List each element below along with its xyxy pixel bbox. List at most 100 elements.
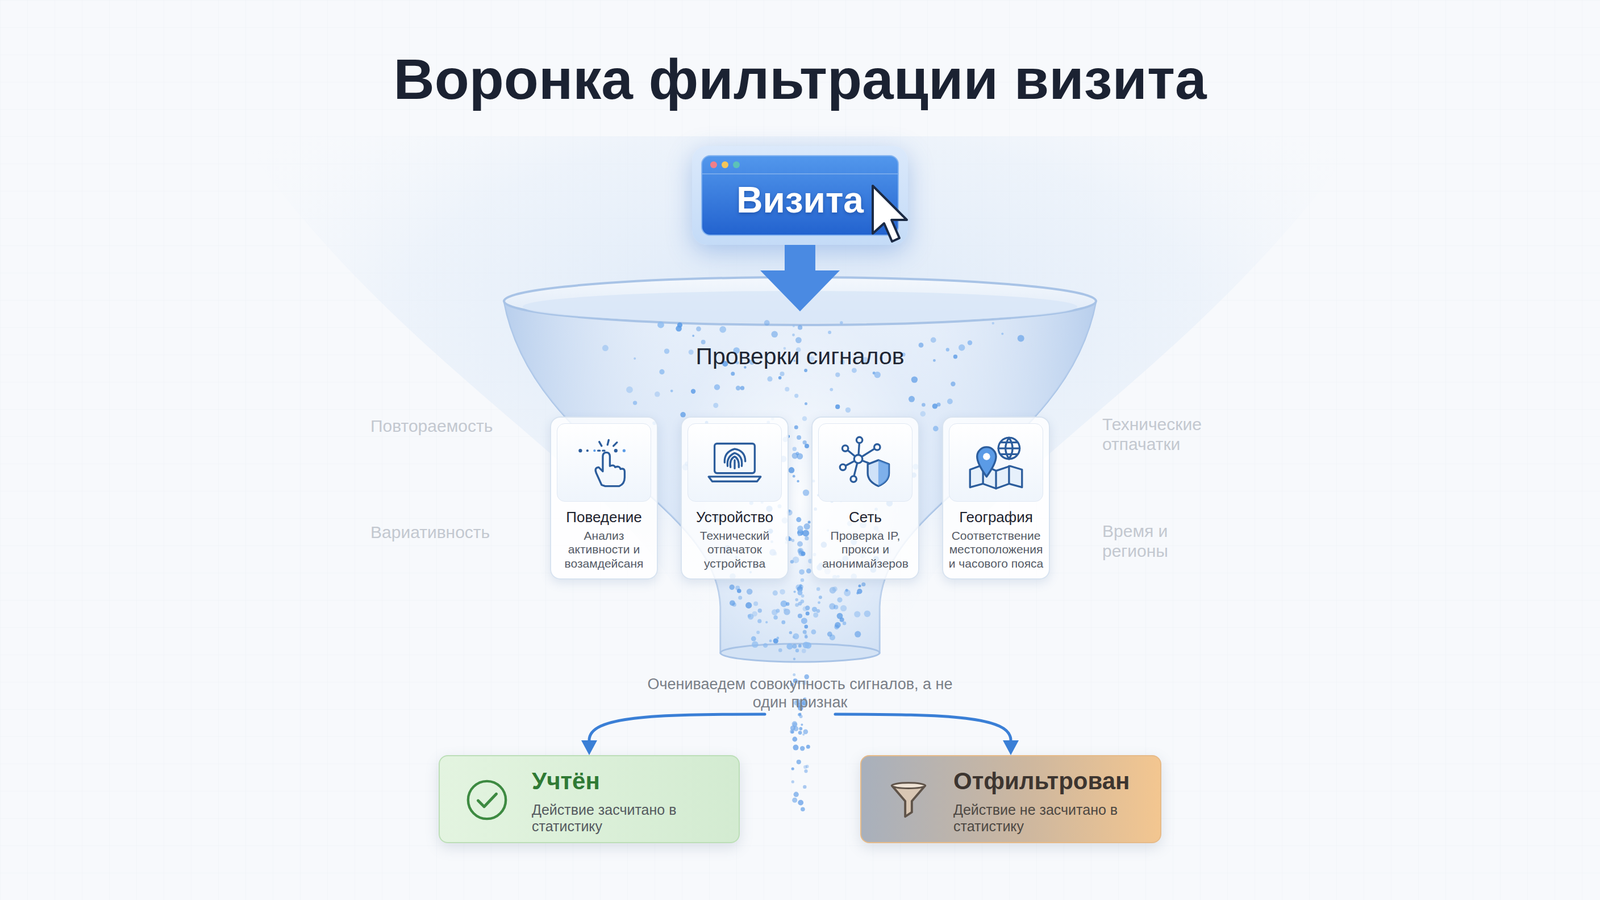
particle <box>835 372 840 378</box>
particle <box>796 435 802 440</box>
particle <box>794 602 799 607</box>
particle <box>746 588 753 595</box>
particle <box>783 607 787 612</box>
particle <box>858 584 862 588</box>
particle <box>805 764 810 769</box>
particle <box>773 615 778 620</box>
particle <box>795 648 799 653</box>
particle <box>800 723 803 726</box>
particle <box>805 611 810 616</box>
particle <box>688 349 694 355</box>
particle <box>796 480 799 483</box>
particle <box>932 403 938 409</box>
particle <box>794 393 799 398</box>
branch-arrow <box>835 714 1011 741</box>
particle <box>843 589 851 597</box>
particle <box>946 347 950 352</box>
particle <box>772 590 778 596</box>
particle <box>1017 335 1025 343</box>
particle <box>794 425 799 430</box>
icon-tile <box>818 423 913 502</box>
particle <box>804 625 809 629</box>
particle <box>714 384 720 390</box>
filter-funnel: Проверки сигналовПоведениеАнализ активно… <box>503 311 1097 715</box>
particle <box>806 568 812 574</box>
particle <box>834 622 841 629</box>
particle <box>736 588 742 594</box>
flow-arrow <box>784 244 816 271</box>
particle <box>918 342 924 348</box>
particle <box>798 727 803 731</box>
card-title: География <box>945 508 1047 527</box>
card-title: Сеть <box>814 508 916 527</box>
particle <box>804 536 809 541</box>
particle <box>835 404 840 410</box>
particle <box>1001 332 1004 336</box>
particle <box>802 416 808 422</box>
particle <box>792 325 795 328</box>
particle <box>778 648 783 653</box>
particle <box>799 714 803 719</box>
particle <box>803 674 810 680</box>
branch-arrow <box>589 714 765 741</box>
particle <box>827 330 832 335</box>
signal-card: ГеографияСоответствение местоположения и… <box>942 416 1050 580</box>
particle <box>753 601 758 607</box>
particle <box>740 385 745 390</box>
result-title: Учтён <box>531 767 600 795</box>
particle <box>802 733 805 736</box>
particle <box>992 322 995 325</box>
result-title: Отфильтрован <box>953 767 1131 795</box>
diagram-title: Воронка фильтрации визита <box>0 46 1600 112</box>
particle <box>690 389 696 394</box>
particle <box>781 620 786 625</box>
particle <box>854 631 861 638</box>
funnel-icon <box>886 777 931 823</box>
particle <box>745 602 752 609</box>
signal-card: ПоведениеАнализ активности и возамдейсан… <box>550 416 658 580</box>
particle <box>802 529 810 537</box>
particle <box>657 321 665 329</box>
particle <box>816 587 821 592</box>
particle <box>864 610 872 618</box>
particle <box>756 630 760 635</box>
side-note: Повтораемость <box>370 416 530 437</box>
particle <box>769 639 773 643</box>
side-note: Время и регионы <box>1102 521 1199 561</box>
result-description: Действие засчитано в статистику <box>531 801 725 835</box>
particle <box>801 648 807 654</box>
particle <box>920 411 927 418</box>
particle <box>797 705 804 711</box>
signal-card: СетьПроверка IP, прокси и анонимайзеров <box>811 416 920 580</box>
particle <box>792 333 795 337</box>
particle <box>856 588 862 594</box>
particle <box>696 326 702 332</box>
particle <box>779 589 786 595</box>
side-note: Технические отпачатки <box>1102 414 1239 454</box>
particle <box>797 325 803 330</box>
particle <box>802 440 807 445</box>
particle <box>932 359 936 362</box>
card-description: Технический отпачаток устройства <box>686 528 783 571</box>
particle <box>818 595 823 599</box>
particle <box>771 331 778 339</box>
particle <box>792 644 798 649</box>
particle <box>796 699 802 705</box>
particle <box>793 744 799 751</box>
particle <box>950 381 956 387</box>
particle <box>802 785 807 789</box>
particle <box>783 608 790 615</box>
particle <box>795 598 799 602</box>
particle <box>789 631 793 635</box>
card-title: Поведение <box>553 508 655 527</box>
particle <box>792 673 796 677</box>
particle <box>798 730 803 735</box>
card-description: Соответствение местоположения и часового… <box>947 528 1045 571</box>
particle <box>836 597 843 603</box>
particle <box>797 800 804 806</box>
particle <box>958 344 965 351</box>
funnel-rim <box>503 277 1097 325</box>
particle <box>792 736 798 743</box>
particle <box>803 697 807 701</box>
particle <box>751 636 757 642</box>
